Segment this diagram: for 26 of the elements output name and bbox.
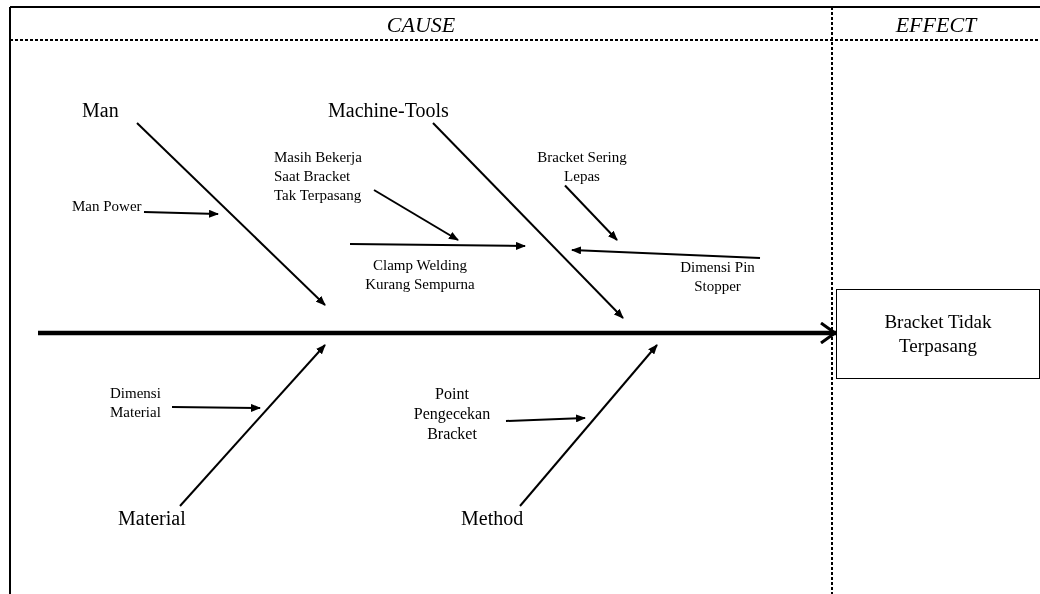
category-label: Method (461, 506, 556, 531)
column-header: EFFECT (895, 12, 977, 37)
cause-label: Man Power (72, 197, 144, 216)
arrow (373, 189, 459, 241)
category-label: Man (82, 98, 137, 123)
arrow (505, 414, 586, 423)
arrow (179, 344, 326, 507)
arrow (143, 209, 219, 218)
column-header: CAUSE (386, 12, 456, 37)
category-label: Material (118, 506, 218, 531)
arrow (564, 184, 618, 241)
cause-label: Dimensi Pin Stopper (675, 258, 760, 296)
cause-label: Bracket Sering Lepas (527, 148, 637, 186)
arrow (349, 241, 526, 250)
cause-label: Point Pengecekan Bracket (398, 384, 506, 444)
effect-box: Bracket Tidak Terpasang (836, 289, 1040, 379)
category-label: Machine-Tools (328, 98, 473, 123)
arrow (519, 344, 658, 507)
arrow (171, 403, 261, 412)
arrow (571, 246, 761, 259)
arrow (136, 122, 326, 306)
arrow (38, 321, 837, 345)
cause-label: Dimensi Material (110, 384, 172, 422)
arrow (432, 122, 624, 319)
cause-label: Clamp Welding Kurang Sempurna (350, 240, 490, 294)
cause-label: Masih Bekerja Saat Bracket Tak Terpasang (274, 148, 374, 205)
